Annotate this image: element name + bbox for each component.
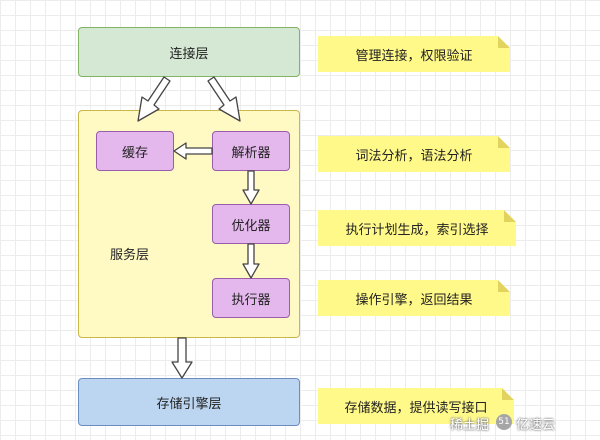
arrow-service-to-storage xyxy=(171,337,193,379)
note-connection-text: 管理连接，权限验证 xyxy=(355,48,473,64)
note-optimizer: 执行计划生成，索引选择 xyxy=(318,210,516,246)
connection-layer-label: 连接层 xyxy=(169,46,209,62)
arrow-parser-to-optimizer xyxy=(242,170,260,205)
note-parser-text: 词法分析，语法分析 xyxy=(355,148,473,164)
note-executor: 操作引擎，返回结果 xyxy=(318,280,510,316)
optimizer-module-box: 优化器 xyxy=(212,204,290,244)
cache-module-box: 缓存 xyxy=(96,131,174,171)
executor-module-box: 执行器 xyxy=(212,278,290,318)
cache-module-label: 缓存 xyxy=(121,145,148,161)
storage-engine-layer-box: 存储引擎层 xyxy=(78,378,300,426)
note-storage-text: 存储数据，提供读写接口 xyxy=(344,400,488,416)
arrow-parser-to-cache xyxy=(173,142,213,160)
note-executor-text: 操作引擎，返回结果 xyxy=(355,292,473,308)
connection-layer-box: 连接层 xyxy=(78,27,300,77)
arrow-connection-to-cache xyxy=(137,76,171,122)
parser-module-label: 解析器 xyxy=(231,145,271,161)
note-connection: 管理连接，权限验证 xyxy=(318,36,510,72)
note-storage: 存储数据，提供读写接口 xyxy=(318,388,514,424)
executor-module-label: 执行器 xyxy=(231,292,271,308)
arrow-optimizer-to-executor xyxy=(242,243,260,279)
note-parser: 词法分析，语法分析 xyxy=(318,136,510,172)
watermark-logo-icon: 51 xyxy=(496,414,512,430)
optimizer-module-label: 优化器 xyxy=(231,218,271,234)
watermark-right: 亿速云 xyxy=(516,418,556,433)
storage-engine-layer-label: 存储引擎层 xyxy=(156,396,222,412)
arrow-connection-to-parser xyxy=(207,76,241,122)
service-layer-label: 服务层 xyxy=(110,248,150,263)
watermark-left: 稀土掘 xyxy=(450,418,490,433)
note-optimizer-text: 执行计划生成，索引选择 xyxy=(345,222,489,238)
